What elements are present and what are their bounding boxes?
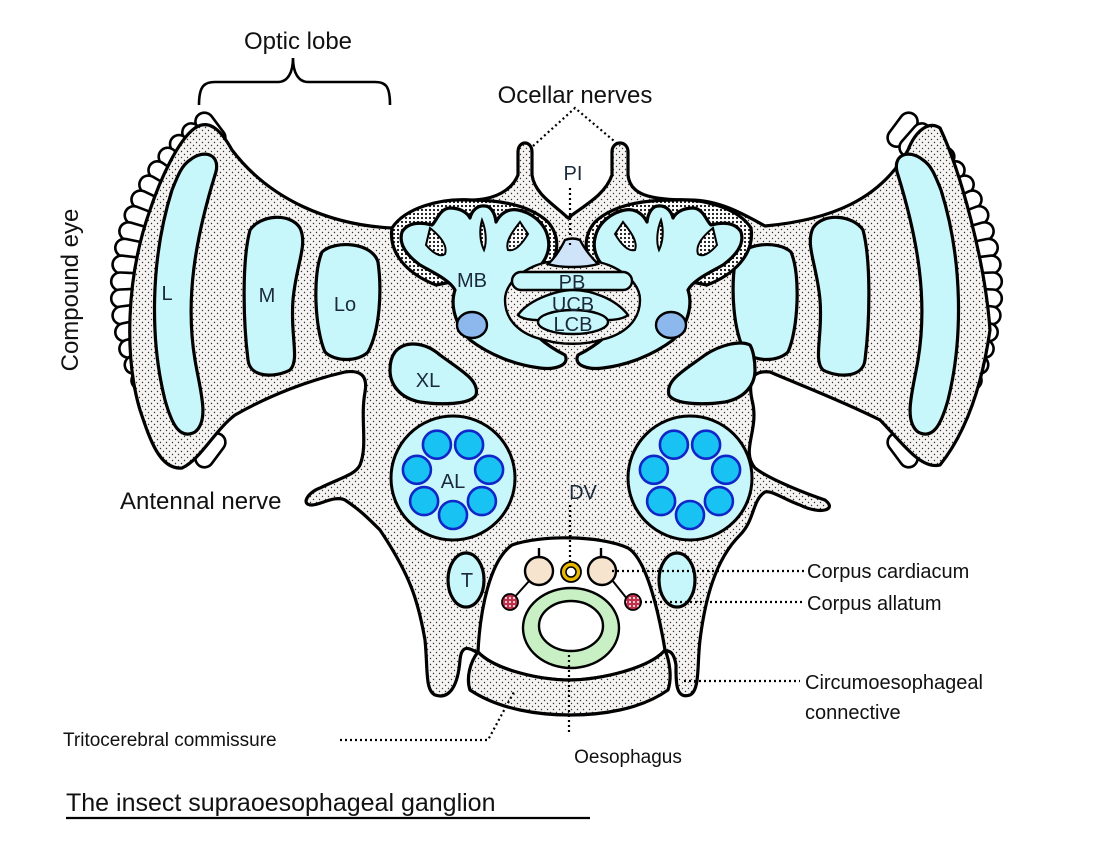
glomerulus <box>674 499 706 531</box>
lateral-horn-label: XL <box>416 370 440 392</box>
lamina-left <box>152 152 219 436</box>
tritocerebrum-right <box>657 551 697 609</box>
corpus-allatum-left <box>501 593 519 611</box>
glomerulus <box>473 454 505 486</box>
pars-intercerebralis-label: PI <box>564 163 583 185</box>
lower-central-body <box>536 308 610 336</box>
antennal-lobe-left <box>389 414 517 542</box>
mushroom-body-label: MB <box>457 270 487 292</box>
corpus-cardiacum-label: Corpus cardiacum <box>807 561 969 583</box>
circumoesophageal-label-line2: connective <box>805 702 901 724</box>
lamina-label: L <box>161 283 172 305</box>
medulla-label: M <box>259 285 276 307</box>
pars-intercerebralis-neuropil <box>545 237 601 269</box>
corpus-allatum-label: Corpus allatum <box>807 593 942 615</box>
glomerulus <box>710 454 742 486</box>
glomerulus <box>421 429 453 461</box>
optic-lobe-brace <box>197 57 392 106</box>
antennal-nerve-label: Antennal nerve <box>120 488 281 515</box>
lobula-left <box>314 243 382 362</box>
glomerulus <box>658 429 690 461</box>
corpus-allatum-right <box>624 593 642 611</box>
oesophagus-label: Oesophagus <box>574 747 682 768</box>
corpus-cardiacum-right <box>586 555 618 587</box>
glomerulus <box>437 499 469 531</box>
antennal-lobe-label: AL <box>441 471 465 493</box>
tritocerebrum-left <box>446 551 486 609</box>
glomerulus <box>638 454 670 486</box>
calyx-left <box>455 310 489 340</box>
diagram-title: The insect supraoesophageal ganglion <box>66 789 495 817</box>
ocellar-nerves-label: Ocellar nerves <box>498 82 653 109</box>
glomerulus <box>453 429 485 461</box>
glomerulus <box>466 485 498 517</box>
protocerebral-bridge-label: PB <box>559 272 586 294</box>
dorsal-vessel-label: DV <box>569 482 597 504</box>
circumoesophageal-label-line1: Circumoesophageal <box>805 672 983 694</box>
glomerulus <box>645 485 677 517</box>
lateral-horn-left <box>388 342 479 406</box>
oesophagus-lumen <box>537 599 605 653</box>
glomerulus <box>690 429 722 461</box>
glomerulus <box>408 485 440 517</box>
lobula-label: Lo <box>334 294 356 316</box>
lateral-horn-right <box>666 341 757 406</box>
corpus-cardiacum-left <box>523 555 555 587</box>
compound-eye-label: Compound eye <box>57 209 84 372</box>
glomerulus <box>401 454 433 486</box>
antennal-lobe-right <box>626 414 754 542</box>
medulla-left <box>242 215 305 377</box>
medulla-right <box>808 215 871 377</box>
tritocerebral-commissure-label: Tritocerebral commissure <box>63 730 277 751</box>
optic-lobe-label: Optic lobe <box>244 28 352 55</box>
lower-central-body-label: LCB <box>554 314 593 336</box>
upper-central-body-label: UCB <box>552 294 594 316</box>
glomerulus <box>703 485 735 517</box>
lamina-right <box>894 152 961 436</box>
tritocerebrum-label: T <box>461 570 473 592</box>
